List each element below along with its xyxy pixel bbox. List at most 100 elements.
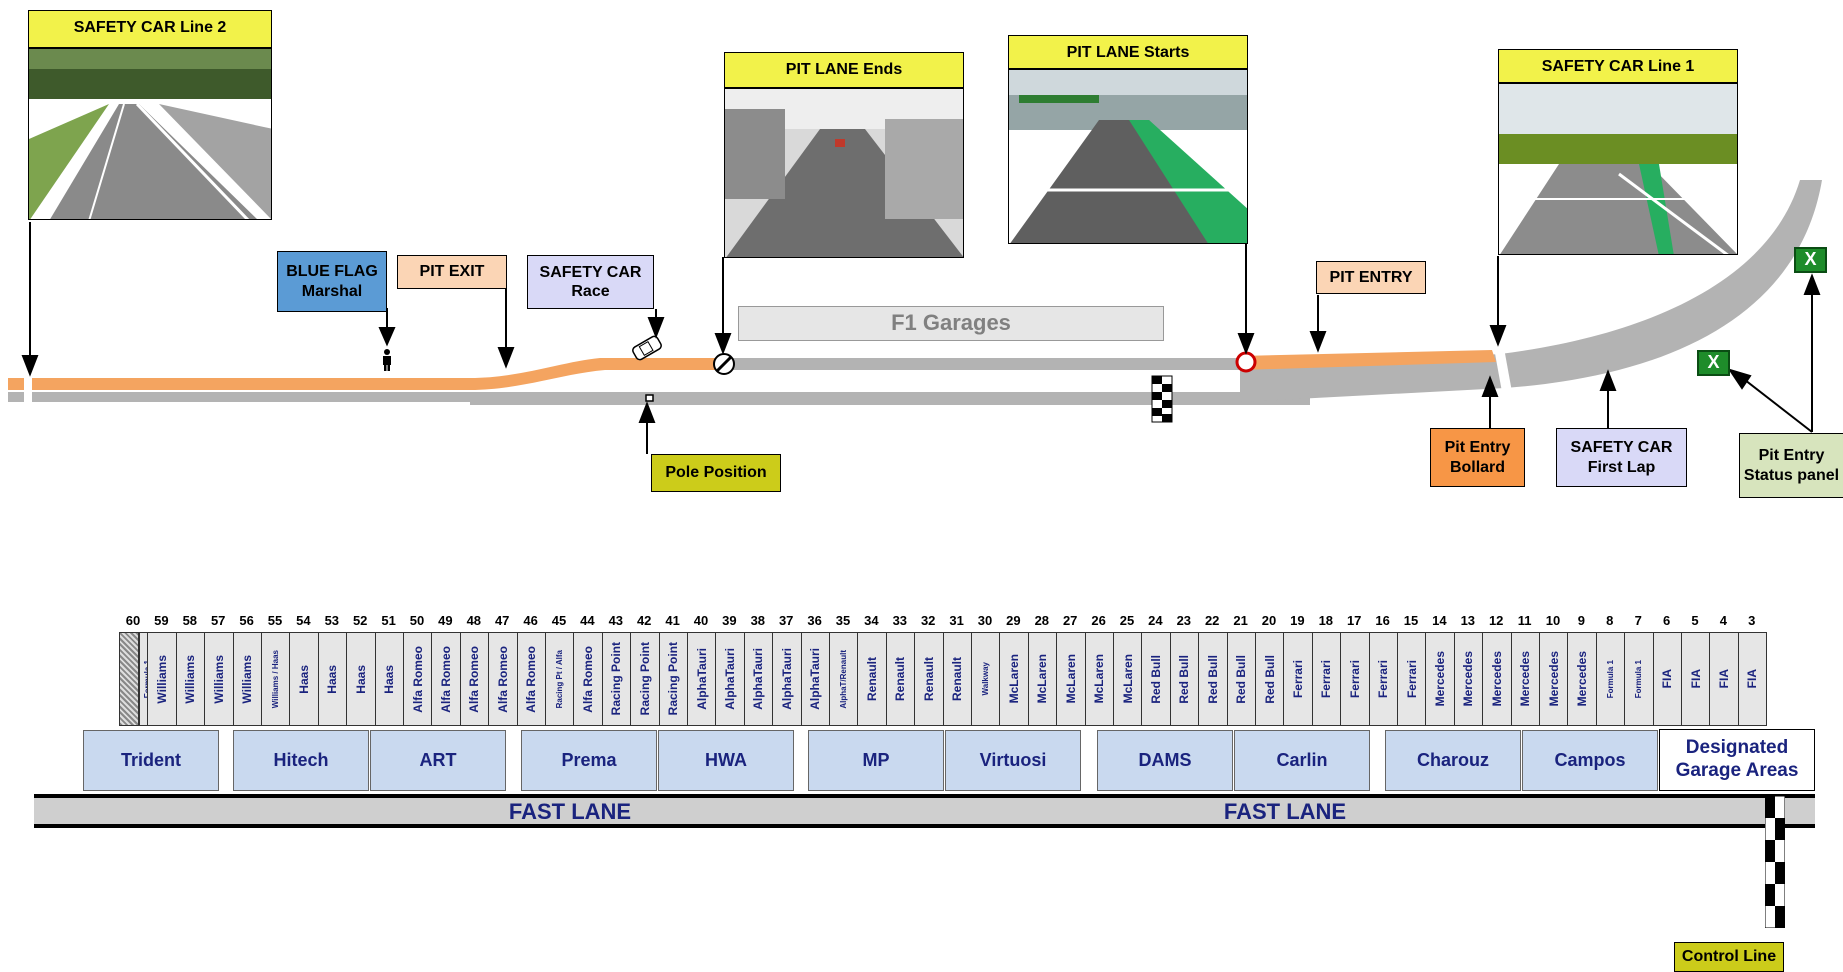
team-campos: Campos [1522, 730, 1658, 791]
garage-number: 23 [1176, 613, 1192, 628]
garage-number: 27 [1062, 613, 1078, 628]
garage-label: FIA [1688, 669, 1703, 689]
pit-start-caption: PIT LANE Starts [1008, 35, 1248, 69]
pole-position-box: Pole Position [651, 454, 781, 492]
garage-label: McLaren [1007, 654, 1022, 704]
garage-cell: Ferrari [1340, 632, 1370, 726]
garage-number: 54 [296, 613, 311, 628]
garage-number: 21 [1233, 613, 1248, 628]
garage-label: Racing Point [666, 642, 681, 716]
sc1-marker [1494, 348, 1512, 392]
garage-number: 37 [778, 613, 794, 628]
garage-number: 45 [551, 613, 567, 628]
garage-label: AlphaTauri [694, 648, 709, 710]
team-trident: Trident [83, 730, 219, 791]
garage-label: FIA [1745, 669, 1760, 689]
garage-label: Haas [297, 664, 312, 694]
garage-cell: Williams [147, 632, 177, 726]
garage-label: Alfa Romeo [581, 645, 596, 713]
garage-cell: Mercedes [1453, 632, 1484, 726]
pole-marker [645, 394, 654, 402]
garage-number: 41 [665, 613, 680, 628]
designated-garage-box: Designated Garage Areas [1659, 729, 1815, 791]
garage-cell: Renault [885, 632, 916, 726]
garage-label: Racing Point [609, 642, 624, 716]
garage-number: 8 [1606, 613, 1614, 628]
fast-lane-label-right: FAST LANE [1223, 798, 1347, 824]
control-line-flag [1765, 796, 1785, 928]
status-x-text-2: X [1804, 249, 1817, 270]
garage-cell: Alfa Romeo [573, 632, 603, 726]
garage-cell: AlphaTauri [772, 632, 802, 726]
garage-number: 28 [1034, 613, 1050, 628]
pit-lane-orange [8, 358, 720, 390]
garage-cell: Walkway [971, 632, 1001, 726]
garage-number: 35 [835, 613, 851, 628]
garage-number: 29 [1006, 613, 1021, 628]
garage-cell: Alfa Romeo [516, 632, 546, 726]
pit-entry-label: PIT ENTRY [1329, 268, 1413, 286]
safety-car-icon [632, 335, 662, 361]
blue-flag-label: BLUE FLAG [286, 263, 378, 281]
garage-number: 59 [154, 613, 169, 628]
garage-cell: Racing Point [630, 632, 660, 726]
garage-label: AlphaTauri [751, 648, 766, 710]
garage-label: AlphaT/Renault [839, 649, 849, 709]
garage-cell: FIA [1709, 632, 1739, 726]
garage-number: 33 [892, 613, 908, 628]
garage-label: Alfa Romeo [495, 645, 510, 713]
garage-number: 60 [125, 613, 141, 628]
control-line-label: Control Line [1681, 948, 1777, 966]
pole-position-label: Pole Position [665, 464, 767, 482]
garage-number: 57 [210, 613, 226, 628]
garage-number: 31 [949, 613, 964, 628]
garage-label: Ferrari [1347, 659, 1362, 699]
garage-label: McLaren [1035, 654, 1050, 704]
garage-cell: Williams / Haas [261, 632, 291, 726]
garage-cell: Renault [942, 632, 972, 726]
garage-cell: Williams [204, 632, 234, 726]
garage-number: 30 [977, 613, 993, 628]
garage-number: 19 [1290, 613, 1305, 628]
garage-label: McLaren [1120, 654, 1135, 704]
pit-exit-box: PIT EXIT [397, 255, 507, 289]
garage-label: Haas [353, 664, 368, 694]
garage-cell: Ferrari [1368, 632, 1398, 726]
garage-number: 51 [381, 613, 396, 628]
sc1-caption: SAFETY CAR Line 1 [1498, 49, 1738, 83]
garage-cell: McLaren [1084, 632, 1114, 726]
garage-cell: Red Bull [1169, 632, 1200, 726]
garage-number: 20 [1261, 613, 1277, 628]
pit-end-caption: PIT LANE Ends [724, 52, 964, 88]
garage-number: 15 [1403, 613, 1419, 628]
f1-garages-box: F1 Garages [738, 306, 1164, 341]
garage-number: 34 [864, 613, 879, 628]
status-panel-label-2: Status panel [1743, 466, 1840, 484]
garage-cell: Mercedes [1567, 632, 1597, 726]
garage-number: 56 [239, 613, 254, 628]
garage-label: Alfa Romeo [524, 645, 539, 713]
team-mp: MP [808, 730, 944, 791]
bollard-label-1: Pit Entry [1444, 439, 1511, 457]
garage-cell: Formula 1 [119, 632, 139, 726]
garage-label: Formula 1 [1634, 659, 1644, 699]
garage-cell: McLaren [999, 632, 1029, 726]
fast-lane-strip [34, 794, 1815, 828]
garage-number: 53 [324, 613, 340, 628]
garage-cell: FIA [1681, 632, 1711, 726]
garage-label: Ferrari [1291, 659, 1306, 699]
garage-cell: Alfa Romeo [403, 632, 433, 726]
garage-cell: Red Bull [1141, 632, 1171, 726]
garage-cell: Mercedes [1425, 632, 1455, 726]
garage-label: Red Bull [1234, 654, 1249, 704]
garage-label: Alfa Romeo [439, 645, 454, 713]
garage-label: Mercedes [1575, 651, 1590, 707]
garage-cell: Haas [346, 632, 376, 726]
garage-cell: Racing Point [601, 632, 632, 726]
pit-end-photo [724, 88, 964, 258]
garage-number: 32 [920, 613, 936, 628]
sc-race-box: SAFETY CAR Race [527, 255, 654, 309]
garage-label: Renault [865, 656, 880, 701]
team-prema: Prema [521, 730, 657, 791]
